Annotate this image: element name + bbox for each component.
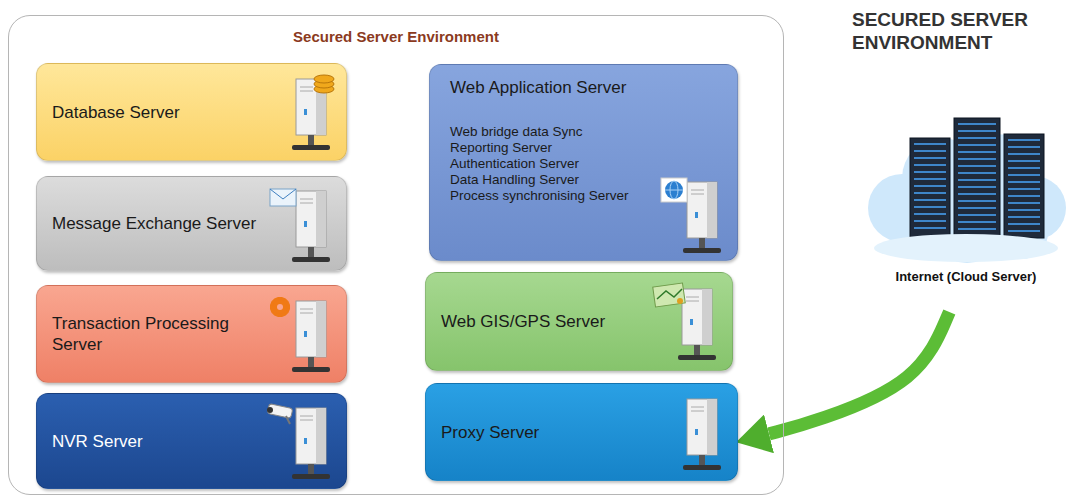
server-icon <box>266 73 346 155</box>
badge <box>267 404 293 424</box>
text-holder: Proxy Server <box>426 422 539 443</box>
node-item: Process synchronising Server <box>450 188 680 204</box>
text-holder: Internet (Cloud Server) <box>862 268 1070 285</box>
gis-server-box: Web GIS/GPS Server <box>425 272 733 371</box>
web-application-server-box: Web Application ServerWeb bridge data Sy… <box>429 64 738 261</box>
text-holder: Message Exchange Server <box>37 213 256 234</box>
node-title: Message Exchange Server <box>52 213 256 234</box>
node-item: Authentication Server <box>450 156 680 172</box>
badge <box>661 178 687 202</box>
cloud-server-node: Internet (Cloud Server) <box>862 98 1070 308</box>
node-title: Database Server <box>52 102 180 123</box>
node-item: Data Handling Server <box>450 172 680 188</box>
node-title: Secured Server Environment <box>9 27 783 46</box>
database-server-box: Database Server <box>36 63 347 161</box>
text-holder: Web GIS/GPS Server <box>426 311 605 332</box>
message-server-box: Message Exchange Server <box>36 176 347 271</box>
node-title: Transaction Processing Server <box>52 313 267 355</box>
node-item: Web bridge data Sync <box>450 124 680 140</box>
proxy-server-box: Proxy Server <box>425 383 738 481</box>
node-item: Reporting Server <box>450 140 680 156</box>
server-icon <box>266 402 346 484</box>
node-title: Proxy Server <box>441 422 539 443</box>
server-icon <box>657 393 737 475</box>
node-title: Web GIS/GPS Server <box>441 311 605 332</box>
badge <box>270 189 296 206</box>
environment-region: Secured Server EnvironmentDatabase Serve… <box>8 15 784 495</box>
flow-arrow <box>769 312 949 434</box>
server-icon <box>266 185 346 267</box>
badge <box>270 297 290 317</box>
badge <box>653 283 685 307</box>
text-holder: Database Server <box>37 102 180 123</box>
text-holder: Web Application ServerWeb bridge data Sy… <box>430 65 680 204</box>
server-icon <box>652 283 732 365</box>
server-icon <box>266 295 346 377</box>
node-title: NVR Server <box>52 431 143 452</box>
text-holder: Transaction Processing Server <box>37 313 267 355</box>
node-title: Web Application Server <box>450 77 680 98</box>
text-holder: NVR Server <box>37 431 143 452</box>
nvr-server-box: NVR Server <box>36 393 347 489</box>
node-title: Internet (Cloud Server) <box>862 268 1070 285</box>
badge <box>314 75 334 93</box>
cloud-servers-illustration <box>862 98 1070 266</box>
transaction-server-box: Transaction Processing Server <box>36 285 347 383</box>
server-icon <box>657 176 737 258</box>
text-holder: Secured Server Environment <box>9 16 783 46</box>
page-heading: SECURED SERVER ENVIRONMENT <box>852 8 1067 54</box>
